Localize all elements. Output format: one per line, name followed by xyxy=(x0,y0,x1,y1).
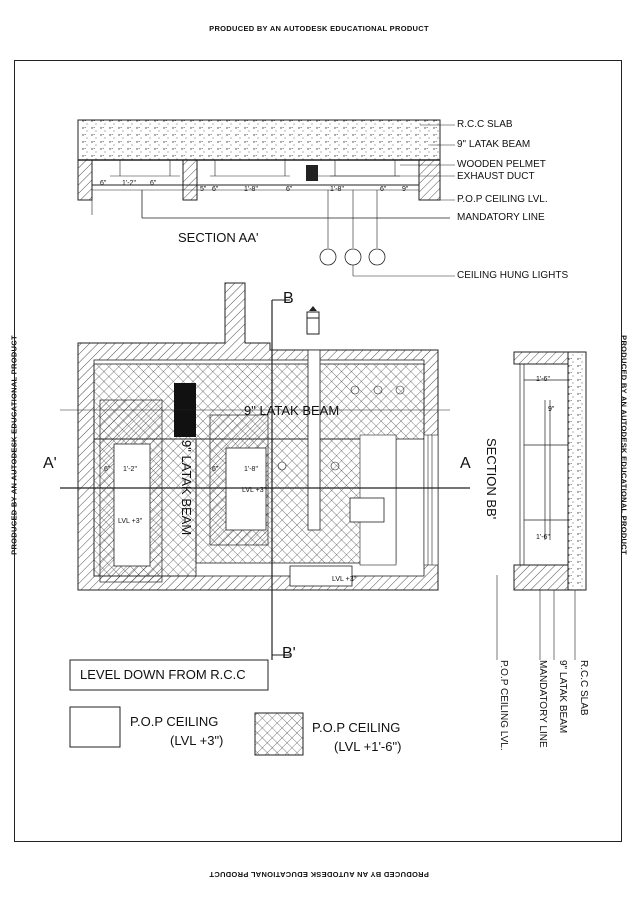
dim-aa-8: 6" xyxy=(380,186,387,193)
label-mandatory-line: MANDATORY LINE xyxy=(457,212,545,223)
plan-lvl-label-1: LVL +3" xyxy=(118,518,143,525)
section-aa-drawing xyxy=(77,119,455,277)
section-marker-b-prime: B' xyxy=(282,645,296,662)
bb-label-rcc-slab: R.C.C SLAB xyxy=(578,660,589,716)
label-latak-beam: 9" LATAK BEAM xyxy=(457,139,531,150)
plan-dim-1: 6" xyxy=(104,466,111,473)
legend-item2-name: P.O.P CEILING xyxy=(312,720,401,735)
section-marker-a-prime: A' xyxy=(43,455,57,472)
legend-item1-name: P.O.P CEILING xyxy=(130,714,219,729)
label-pop-ceiling-lvl: P.O.P CEILING LVL. xyxy=(457,194,548,205)
plan-dim-0: 1'-2" xyxy=(123,466,137,473)
section-bb-title: SECTION BB' xyxy=(484,438,499,520)
dim-aa-1: 6" xyxy=(100,180,107,187)
legend-drawing xyxy=(69,659,304,756)
legend-item1-level: (LVL +3") xyxy=(170,733,224,748)
section-aa-title: SECTION AA' xyxy=(178,230,259,245)
dim-aa-0: 1'-2" xyxy=(122,180,136,187)
dim-aa-3: 5" xyxy=(200,186,207,193)
watermark-top: PRODUCED BY AN AUTODESK EDUCATIONAL PROD… xyxy=(209,24,429,33)
bb-label-pop-ceiling-lvl: P.O.P CEILING LVL. xyxy=(498,660,509,751)
dim-aa-2: 6" xyxy=(150,180,157,187)
section-marker-b: B xyxy=(283,290,294,307)
plan-latak-beam-label: 9" LATAK BEAM xyxy=(244,403,340,418)
bb-label-mandatory-line: MANDATORY LINE xyxy=(537,660,548,748)
section-marker-a: A xyxy=(460,455,471,472)
bb-dim-0: 1'-6" xyxy=(536,376,550,383)
plan-lvl-label-2: LVL +3" xyxy=(242,487,267,494)
dim-aa-9: 9" xyxy=(402,186,409,193)
label-ceiling-hung-lights: CEILING HUNG LIGHTS xyxy=(457,270,569,281)
label-wooden-pelmet: WOODEN PELMET xyxy=(457,159,546,170)
dim-aa-5: 1'-8" xyxy=(244,186,258,193)
dim-aa-7: 1'-8" xyxy=(330,186,344,193)
plan-latak-beam-vertical-label: 9" LATAK BEAM xyxy=(179,440,194,536)
label-exhaust-duct: EXHAUST DUCT xyxy=(457,171,535,182)
dim-aa-4: 6" xyxy=(212,186,219,193)
plan-drawing xyxy=(60,282,470,660)
bb-dim-1: 9" xyxy=(548,406,555,413)
plan-dim-3: 6" xyxy=(212,466,219,473)
legend-item2-level: (LVL +1'-6") xyxy=(334,739,402,754)
dim-aa-6: 6" xyxy=(286,186,293,193)
plan-dim-2: 1'-8" xyxy=(244,466,258,473)
drawing-frame xyxy=(14,60,622,842)
legend-title: LEVEL DOWN FROM R.C.C xyxy=(80,667,246,682)
label-rcc-slab: R.C.C SLAB xyxy=(457,119,513,130)
section-bb-drawing xyxy=(496,351,587,660)
plan-lvl-label-3: LVL +3" xyxy=(332,576,357,583)
bb-label-latak-beam: 9" LATAK BEAM xyxy=(557,660,568,734)
bb-dim-2: 1'-6" xyxy=(536,534,550,541)
